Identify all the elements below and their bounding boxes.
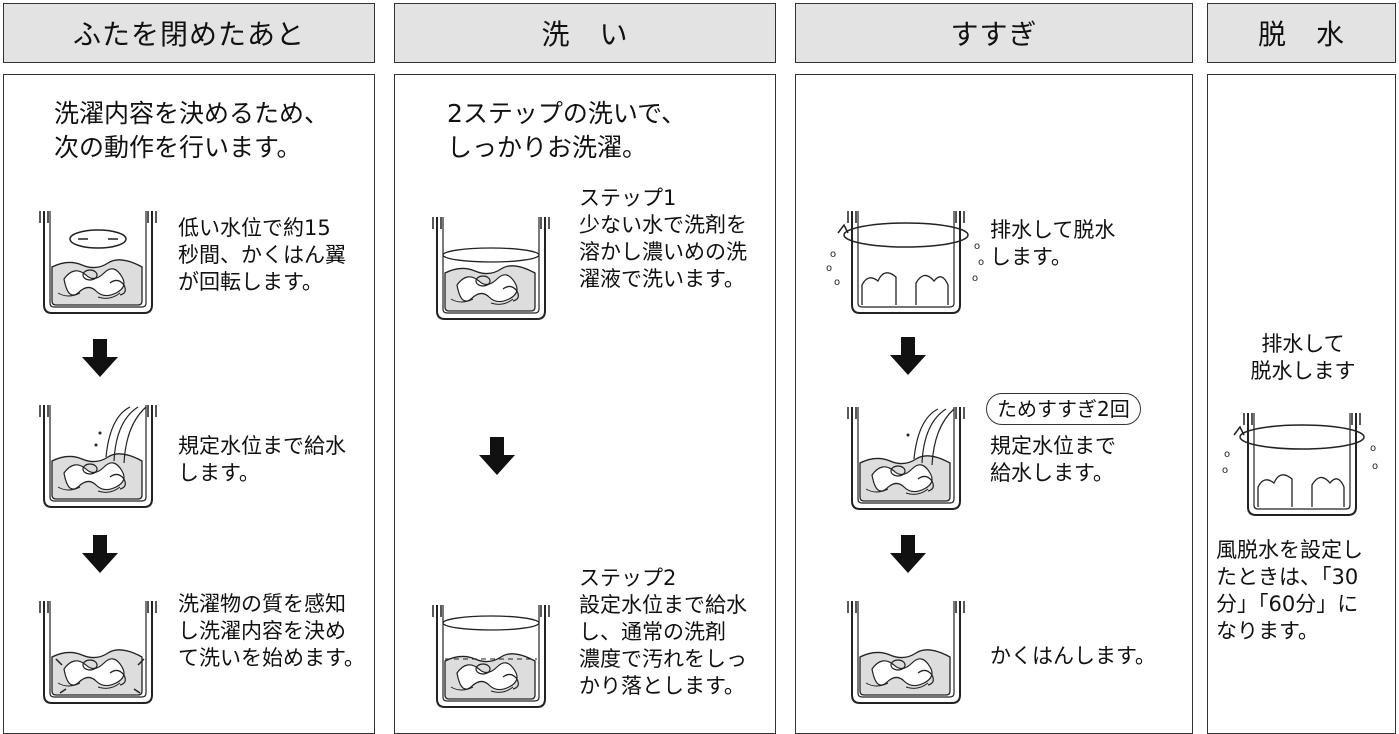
washtub-icon bbox=[431, 603, 551, 713]
header-after-lid-close: ふたを閉めたあと bbox=[3, 3, 375, 63]
down-arrow-icon bbox=[80, 535, 120, 575]
water-pour-icon bbox=[846, 405, 966, 515]
svg-text:o: o bbox=[826, 263, 832, 274]
svg-text:o: o bbox=[834, 277, 840, 288]
svg-text:o: o bbox=[1372, 461, 1378, 472]
header-label: ふたを閉めたあと bbox=[72, 18, 305, 51]
svg-text:o: o bbox=[974, 241, 980, 252]
svg-text:o: o bbox=[1224, 449, 1230, 460]
drain-spin-text: 排水して 脱水します bbox=[1250, 332, 1356, 383]
step-low-water-agitate: 低い水位で約15 秒間、かくはん翼 が回転します。 bbox=[178, 216, 346, 294]
panel-wash: 2ステップの洗いで、 しっかりお洗濯。 ステップ1 少ない水で洗剤を 溶かし濃い… bbox=[394, 74, 776, 734]
rinse-count-badge: ためすすぎ2回 bbox=[986, 393, 1141, 425]
header-spin: 脱 水 bbox=[1207, 3, 1396, 63]
lead-text: 2ステップの洗いで、 しっかりお洗濯。 bbox=[447, 99, 687, 162]
header-label: 洗 い bbox=[541, 18, 629, 51]
header-rinse: すすぎ bbox=[795, 3, 1193, 63]
washtub-icon bbox=[846, 599, 966, 709]
spin-icon: oo oo oo bbox=[826, 209, 984, 319]
step-sense-load: 洗濯物の質を感知 し洗濯内容を決め て洗いを始めます。 bbox=[178, 592, 365, 670]
down-arrow-icon bbox=[80, 339, 120, 379]
panel-after-lid-close: 洗濯内容を決めるため、 次の動作を行います。 低い水位で約15 秒間、かくはん翼… bbox=[3, 74, 375, 734]
step-fill-water: 規定水位まで 給水します。 bbox=[990, 434, 1116, 485]
step-drain-spin: 排水して脱水 します。 bbox=[990, 218, 1116, 269]
water-pour-icon bbox=[38, 403, 158, 513]
washtub-icon bbox=[431, 215, 551, 325]
step1-text: ステップ1 少ない水で洗剤を 溶かし濃いめの洗 濯液で洗います。 bbox=[579, 186, 747, 291]
svg-text:o: o bbox=[978, 257, 984, 268]
step-fill-water: 規定水位まで給水 します。 bbox=[178, 434, 346, 485]
svg-text:o: o bbox=[972, 273, 978, 284]
header-label: すすぎ bbox=[950, 18, 1038, 51]
air-dry-note: 風脱水を設定し たときは、「30 分」「60分」に なります。 bbox=[1216, 538, 1363, 643]
down-arrow-icon bbox=[888, 535, 928, 575]
svg-text:o: o bbox=[830, 249, 836, 260]
svg-text:o: o bbox=[1222, 465, 1228, 476]
down-arrow-icon bbox=[888, 337, 928, 377]
svg-text:o: o bbox=[1370, 443, 1376, 454]
step2-text: ステップ2 設定水位まで給水 し、通常の洗剤 濃度で汚れをしっ かり落とします。 bbox=[579, 566, 747, 698]
step-agitate: かくはんします。 bbox=[990, 644, 1156, 668]
washtub-icon bbox=[38, 209, 158, 319]
down-arrow-icon bbox=[477, 437, 517, 477]
header-label: 脱 水 bbox=[1257, 18, 1345, 51]
header-wash: 洗 い bbox=[394, 3, 776, 63]
washtub-icon bbox=[38, 599, 158, 709]
spin-icon: oo oo bbox=[1222, 411, 1378, 521]
lead-text: 洗濯内容を決めるため、 次の動作を行います。 bbox=[54, 99, 330, 162]
